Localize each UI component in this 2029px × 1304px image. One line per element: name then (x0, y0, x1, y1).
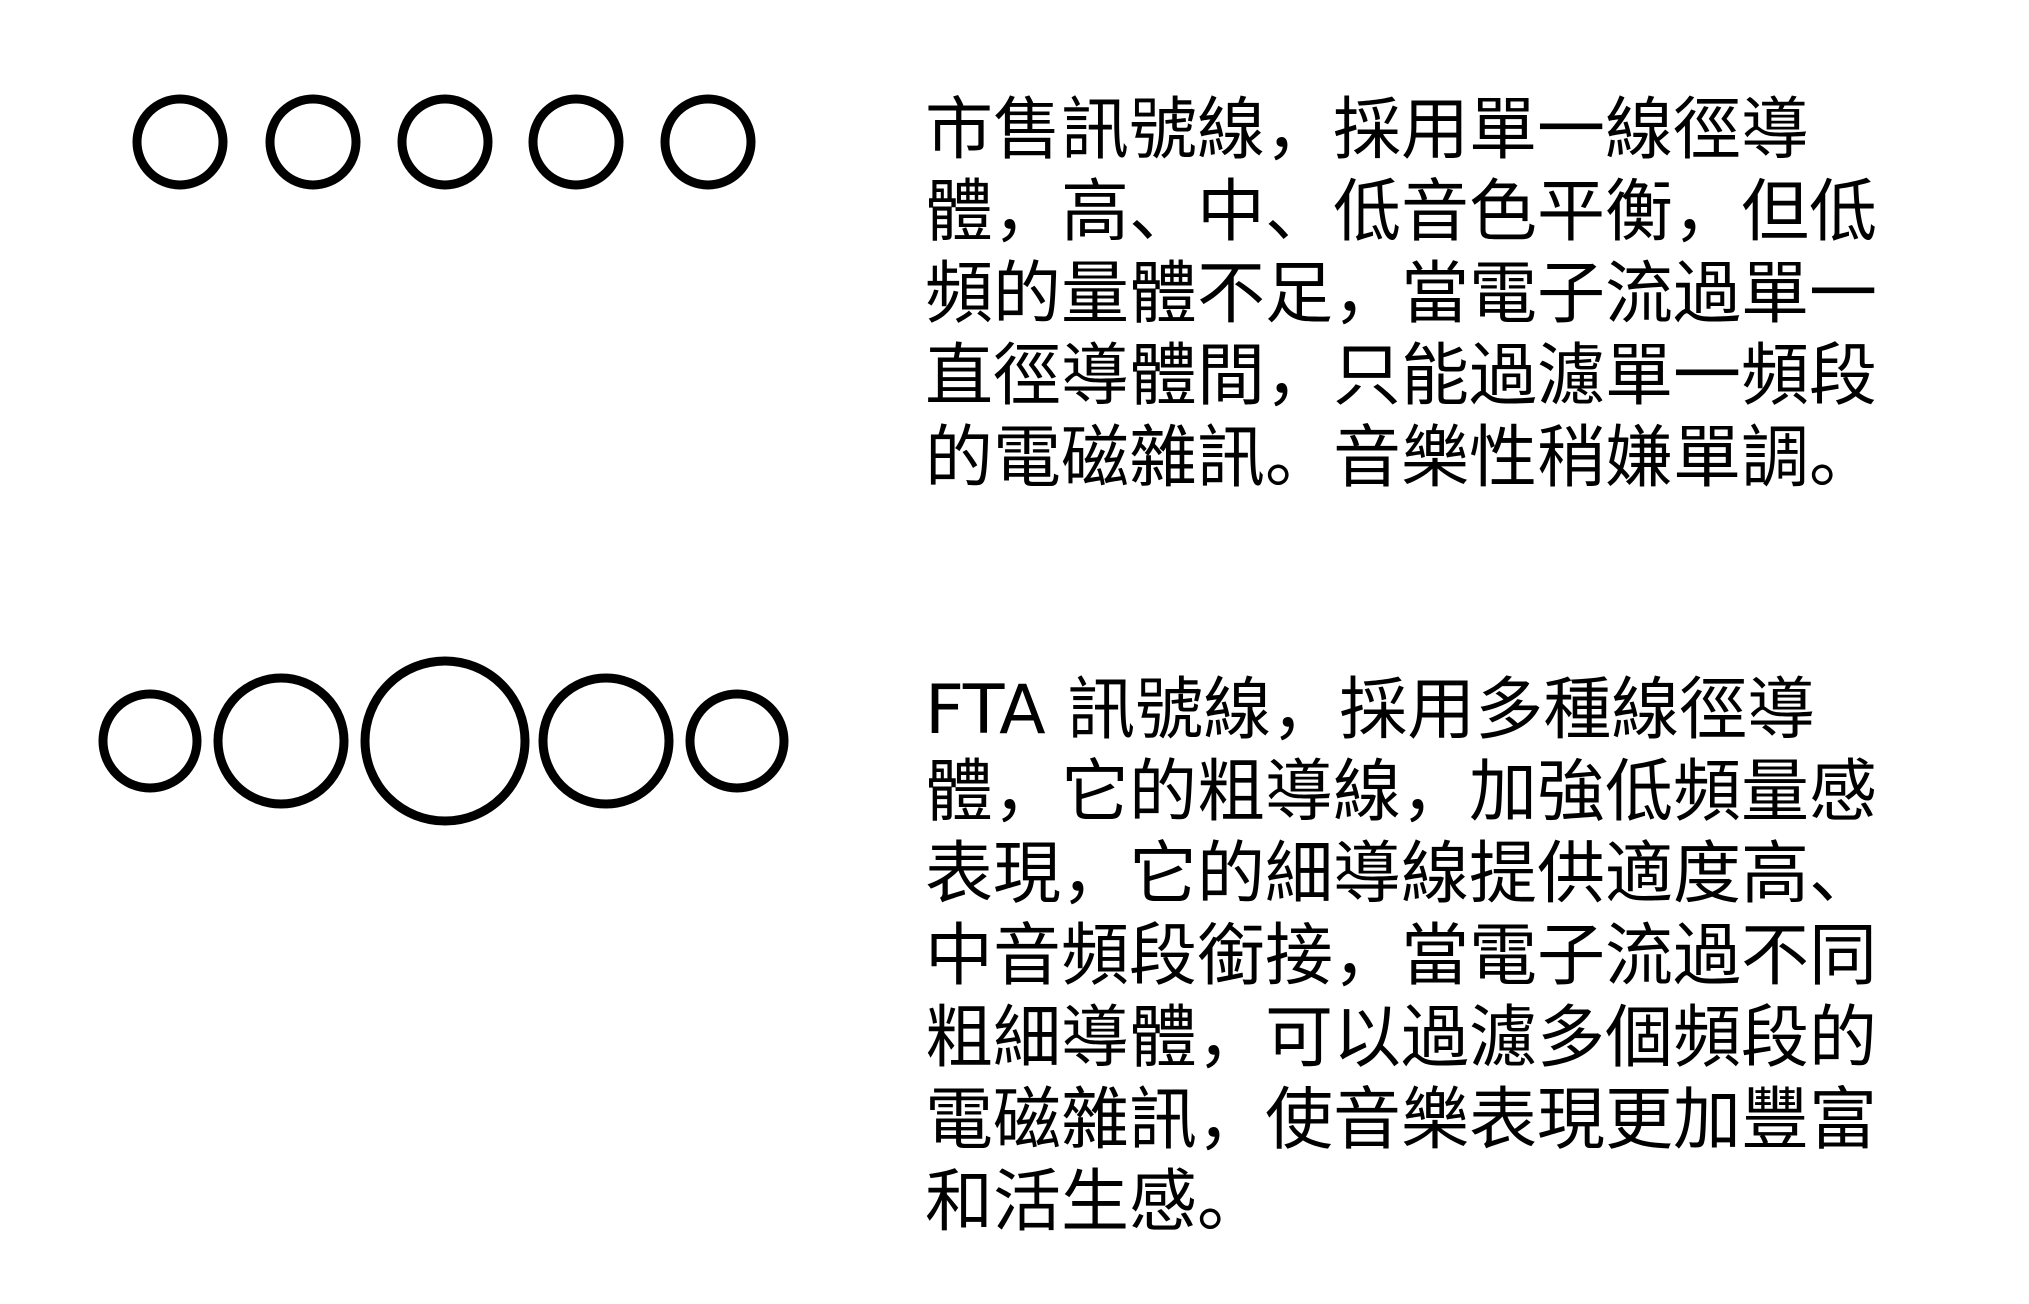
large-conductor-center (360, 656, 530, 826)
uniform-conductor-2 (265, 94, 361, 190)
medium-conductor-right (538, 673, 674, 809)
medium-conductor-left (213, 673, 349, 809)
uniform-conductor-5 (660, 94, 756, 190)
uniform-conductor-3 (397, 94, 493, 190)
small-conductor-right (685, 689, 789, 793)
multi-gauge-description: FTA 訊號線，採用多種線徑導體，它的粗導線，加強低頻量感表現，它的細導線提供適… (925, 671, 1878, 1242)
small-conductor-left (98, 689, 202, 793)
single-gauge-conductor-row (132, 94, 756, 190)
uniform-conductor-1 (132, 94, 228, 190)
multi-gauge-conductor-row (98, 656, 789, 826)
uniform-conductor-4 (528, 94, 624, 190)
single-gauge-description: 市售訊號線，採用單一線徑導體，高、中、低音色平衡，但低頻的量體不足，當電子流過單… (925, 91, 1878, 498)
conductor-diagrams (98, 94, 789, 826)
